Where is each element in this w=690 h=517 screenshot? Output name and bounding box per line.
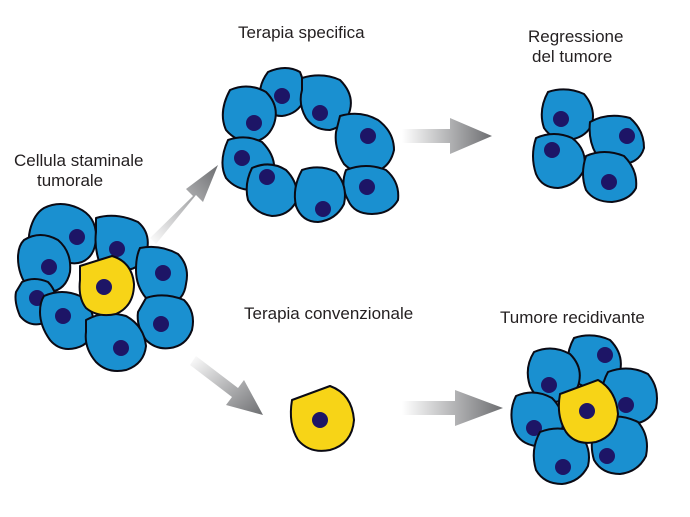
regressed-tumor-cluster [532, 88, 645, 203]
specific-therapy-label: Terapia specifica [238, 23, 365, 42]
initial-tumor-cluster [14, 203, 194, 372]
regression-label-line2: del tumore [532, 47, 613, 66]
stem-cell-label-line2: tumorale [37, 171, 104, 190]
recurrent-tumor-label: Tumore recidivante [500, 308, 645, 327]
stem-cell-label-line1: Cellula staminale [14, 151, 144, 170]
surviving-stem-cell [289, 385, 355, 452]
conventional-therapy-label: Terapia convenzionale [244, 304, 414, 323]
recurrent-tumor-cluster [510, 334, 658, 485]
regression-label-line1: Regressione [528, 27, 624, 46]
arrow-to-specific-therapy [150, 165, 218, 244]
arrow-to-regression [402, 118, 492, 154]
arrow-to-conventional-therapy [190, 356, 263, 415]
arrow-to-recurrent-tumor [402, 390, 503, 426]
specific-therapy-ring [221, 67, 400, 223]
